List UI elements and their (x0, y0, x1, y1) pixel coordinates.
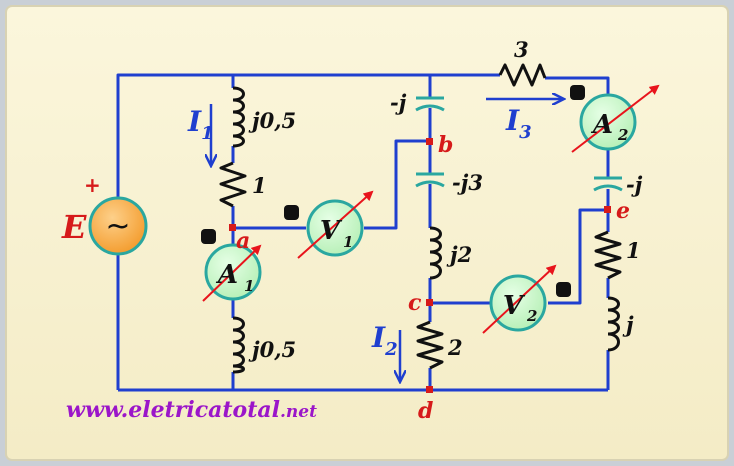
source-label: E (61, 208, 87, 246)
value-inductor-mid: j2 (446, 242, 472, 267)
svg-text:A: A (215, 260, 238, 290)
a2-sub: 2 (617, 126, 628, 144)
node-d-dot (426, 386, 433, 393)
voltmeter-v2: V 2 (482, 264, 557, 334)
ammeter-a1: A 1 (202, 243, 262, 302)
v1-letter: V (320, 216, 343, 246)
current-i2: I2 (371, 321, 398, 360)
value-inductor-top-left: j0,5 (248, 108, 296, 133)
polarity-dots (201, 85, 585, 297)
a1-sub: 1 (244, 277, 254, 295)
node-b-label: b (438, 132, 453, 158)
inductor-right (607, 296, 620, 352)
capacitor-top-mid (415, 96, 445, 112)
current-i1: I1 (187, 105, 214, 144)
wire-top-right (545, 76, 610, 100)
svg-text:V: V (320, 216, 343, 246)
inductor-mid (429, 226, 442, 280)
wire-top-left (116, 73, 500, 198)
v1-sub: 1 (343, 233, 353, 251)
capacitor-mid (415, 172, 445, 188)
svg-text:V: V (503, 291, 526, 321)
component-values: j0,5 1 j0,5 3 -j -j3 j2 2 -j 1 j (248, 37, 643, 362)
background-panel (5, 5, 729, 461)
inductor-top-left (232, 86, 245, 148)
resistor-right (594, 230, 622, 280)
wire-v2-e (548, 208, 608, 305)
value-resistor-left: 1 (252, 173, 267, 198)
node-c-dot (426, 299, 433, 306)
ac-source: ~ (88, 196, 148, 256)
ammeter-a2: A 2 (571, 84, 660, 153)
current-i3: I3 (505, 104, 532, 143)
polarity-dot-a2 (570, 85, 585, 100)
source-polarity: + (84, 173, 101, 197)
node-a-dot (229, 224, 236, 231)
ac-symbol: ~ (105, 209, 130, 244)
node-e-dot (604, 206, 611, 213)
current-arrows (211, 99, 562, 380)
resistor-left (219, 161, 247, 208)
value-resistor-right: 1 (626, 238, 641, 263)
node-d-label: d (418, 398, 433, 424)
value-capacitor-top-mid: -j (390, 90, 407, 115)
website-url: www.eletricatotal.net (66, 397, 317, 423)
value-inductor-bottom-left: j0,5 (248, 337, 296, 362)
node-labels: a b c d e (236, 132, 630, 424)
svg-text:A: A (590, 110, 613, 140)
a2-letter: A (590, 110, 613, 140)
polarity-dot-v2 (556, 282, 571, 297)
polarity-dot-v1 (284, 205, 299, 220)
value-resistor-mid: 2 (447, 335, 463, 360)
inductor-bottom-left (232, 316, 245, 374)
wire-v1-b (364, 139, 430, 230)
node-a-label: a (236, 228, 250, 254)
resistor-top (498, 63, 547, 87)
v2-letter: V (503, 291, 526, 321)
value-capacitor-right: -j (626, 172, 643, 197)
node-b-dot (426, 138, 433, 145)
capacitors (415, 96, 623, 192)
node-e-label: e (616, 198, 630, 224)
voltmeter-v1: V 1 (297, 190, 374, 259)
resistors (219, 63, 622, 370)
value-resistor-top: 3 (514, 37, 529, 62)
polarity-dot-a1 (201, 229, 216, 244)
node-c-label: c (408, 290, 422, 316)
a1-letter: A (215, 260, 238, 290)
v2-sub: 2 (526, 307, 537, 325)
inductors (232, 86, 620, 374)
capacitor-right (593, 176, 623, 192)
node-markers (229, 138, 611, 393)
resistor-mid (416, 320, 444, 370)
value-capacitor-mid: -j3 (452, 170, 483, 195)
